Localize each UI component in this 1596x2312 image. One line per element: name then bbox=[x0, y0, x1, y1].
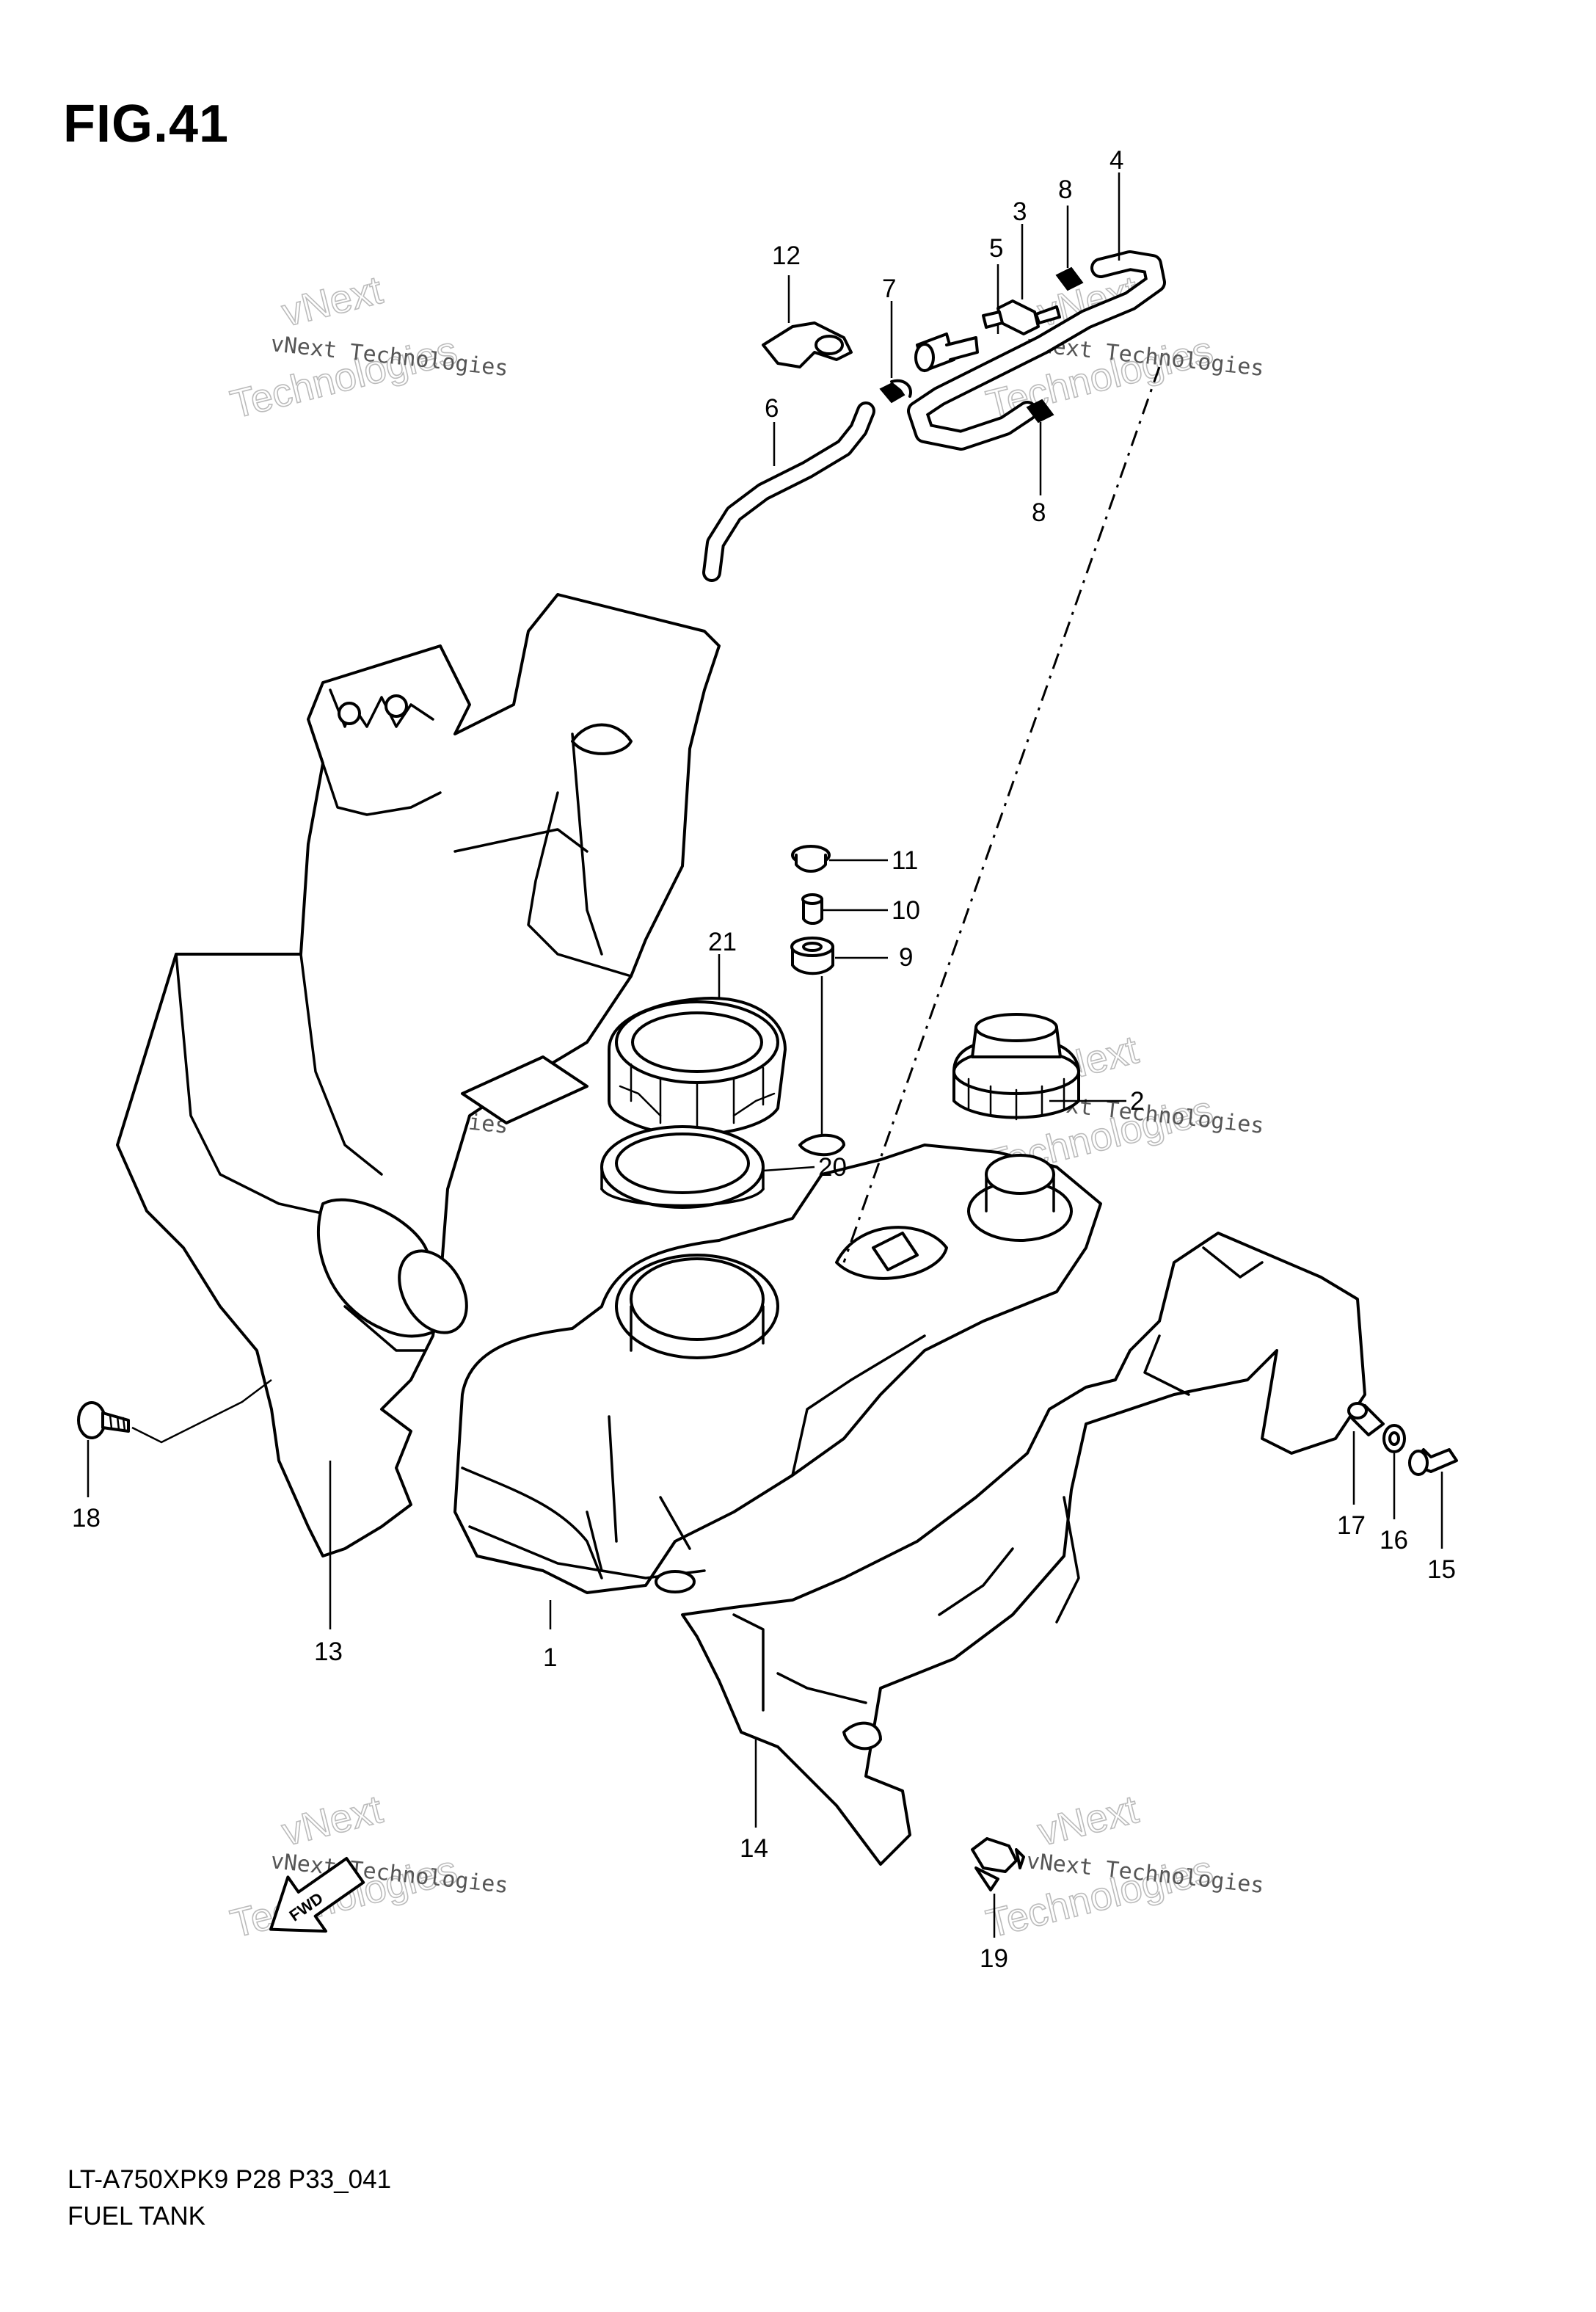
callout-7: 7 bbox=[882, 275, 896, 303]
callout-11: 11 bbox=[892, 846, 918, 875]
callout-5: 5 bbox=[989, 234, 1003, 263]
callout-6: 6 bbox=[765, 394, 779, 423]
rear-cover-13 bbox=[116, 593, 721, 1629]
callout-8a: 8 bbox=[1058, 175, 1072, 204]
watermark-bottom-left: vNext Technologies vNext Technologies bbox=[226, 1786, 510, 1946]
fwd-arrow-icon: FWD bbox=[269, 1856, 365, 1933]
callout-3: 3 bbox=[1013, 197, 1027, 226]
pump-ring-nut-21 bbox=[608, 954, 787, 1137]
callout-19: 19 bbox=[980, 1944, 1008, 1973]
collar-17 bbox=[1347, 1402, 1385, 1505]
assembly-line-hose-to-tank bbox=[842, 366, 1161, 1263]
fuel-cap-2 bbox=[952, 1013, 1126, 1121]
callout-2: 2 bbox=[1130, 1087, 1144, 1116]
hose-joint-5 bbox=[914, 264, 999, 372]
callout-8b: 8 bbox=[1032, 498, 1046, 527]
fuel-tank-1 bbox=[453, 1133, 1102, 1629]
bolt-18 bbox=[77, 1379, 272, 1497]
callout-17: 17 bbox=[1337, 1511, 1366, 1540]
bolt-11 bbox=[791, 845, 888, 873]
watermark-bottom-right: vNext Technologies vNext Technologies bbox=[982, 1786, 1266, 1946]
figure-title: FIG.41 bbox=[63, 95, 230, 153]
washer-16 bbox=[1382, 1424, 1406, 1519]
callout-16: 16 bbox=[1380, 1526, 1408, 1555]
callout-labels: 1 2 3 4 5 6 7 8 8 9 10 11 12 13 14 15 16… bbox=[72, 146, 1456, 1973]
breather-hose-4 bbox=[907, 172, 1166, 451]
callout-1: 1 bbox=[543, 1643, 557, 1672]
callout-10: 10 bbox=[892, 896, 920, 925]
callout-18: 18 bbox=[72, 1504, 101, 1533]
svg-text:vNext: vNext bbox=[277, 268, 386, 335]
model-code-label: LT-A750XPK9 P28 P33_041 bbox=[68, 2165, 392, 2194]
check-valve-3 bbox=[982, 224, 1061, 335]
clamp-holder-12 bbox=[762, 275, 853, 368]
callout-12: 12 bbox=[772, 241, 801, 270]
callout-4: 4 bbox=[1109, 146, 1123, 175]
hose-6 bbox=[702, 401, 875, 582]
clamp-7 bbox=[879, 301, 912, 404]
side-cover-14 bbox=[681, 1232, 1366, 1866]
watermark-top-left: vNext Technologies vNext Technologies bbox=[226, 267, 510, 427]
callout-20: 20 bbox=[818, 1153, 847, 1182]
callout-15: 15 bbox=[1427, 1555, 1456, 1584]
spacer-10 bbox=[801, 893, 888, 925]
clamp-8-upper bbox=[1055, 206, 1084, 291]
gasket-20 bbox=[600, 1125, 815, 1209]
clip-19 bbox=[971, 1837, 1025, 1938]
svg-text:vNext: vNext bbox=[1033, 1787, 1142, 1855]
callout-9: 9 bbox=[899, 943, 913, 972]
clamp-8-lower bbox=[1026, 399, 1054, 495]
svg-text:vNext: vNext bbox=[277, 1787, 386, 1855]
callout-21: 21 bbox=[708, 928, 737, 956]
cushion-9 bbox=[790, 937, 888, 1134]
screw-15 bbox=[1408, 1448, 1458, 1549]
callout-14: 14 bbox=[740, 1834, 768, 1863]
section-name-label: FUEL TANK bbox=[68, 2202, 206, 2231]
callout-13: 13 bbox=[314, 1637, 343, 1666]
